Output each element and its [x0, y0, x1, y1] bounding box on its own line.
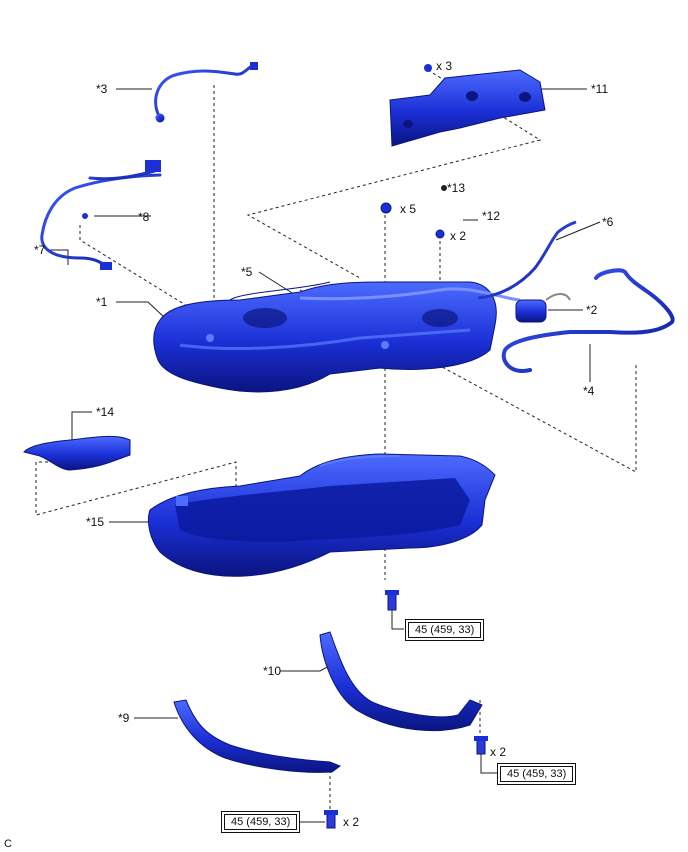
- part-8-clip: [82, 213, 88, 219]
- torque-spec-left-text: 45 (459, 33): [224, 814, 298, 830]
- quantity-10: x 2: [490, 745, 507, 759]
- label-15: *15: [86, 515, 105, 529]
- label-9: *9: [118, 711, 130, 725]
- quantity-13: x 5: [400, 202, 417, 216]
- part-4-filler-pipe: [501, 268, 675, 373]
- part-9-band: [173, 699, 342, 773]
- label-3: *3: [96, 82, 108, 96]
- part-15-tray: [147, 453, 496, 577]
- part-2-hose: [515, 293, 571, 323]
- torque-spec-center-text: 45 (459, 33): [408, 622, 482, 638]
- quantity-9: x 2: [343, 815, 360, 829]
- label-10: *10: [263, 664, 282, 678]
- label-4: *4: [583, 384, 595, 398]
- part-3-harness: [154, 62, 258, 123]
- part-7-harness: [40, 160, 162, 270]
- part-13-dot: [441, 185, 447, 191]
- label-1: *1: [96, 295, 108, 309]
- label-12: *12: [482, 209, 501, 223]
- part-10-band: [319, 631, 483, 732]
- torque-spec-center: 45 (459, 33): [405, 619, 485, 641]
- label-11: *11: [591, 82, 609, 96]
- part-6-tube: [477, 220, 577, 300]
- quantity-11: x 3: [436, 59, 453, 73]
- part-11-nut: [424, 64, 432, 72]
- label-6: *6: [602, 215, 614, 229]
- part-11-protector: [389, 69, 546, 147]
- part-14-protector: [23, 435, 131, 471]
- part-13-clip: [380, 202, 392, 214]
- leader-lines: [50, 88, 601, 823]
- part-1-fuel-tank: [153, 281, 497, 393]
- torque-spec-right-text: 45 (459, 33): [500, 766, 574, 782]
- label-8: *8: [138, 210, 150, 224]
- torque-spec-right: 45 (459, 33): [497, 763, 577, 785]
- label-5: *5: [241, 265, 253, 279]
- part-12-clip: [435, 229, 445, 239]
- label-13: *13: [447, 181, 466, 195]
- torque-spec-left: 45 (459, 33): [221, 811, 301, 833]
- label-7: *7: [34, 243, 46, 257]
- quantity-12: x 2: [450, 229, 467, 243]
- label-14: *14: [96, 405, 115, 419]
- corner-code: C: [4, 838, 12, 850]
- label-2: *2: [586, 303, 598, 317]
- bolts: [324, 590, 488, 829]
